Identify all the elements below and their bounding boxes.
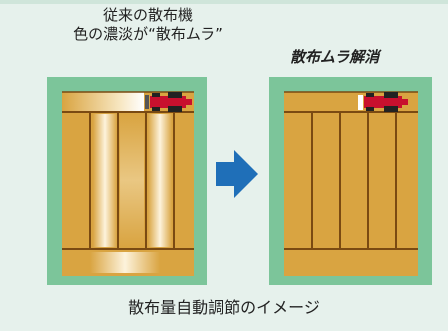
before-title-line2: 色の濃淡が“散布ムラ” (73, 25, 223, 43)
footer-caption: 散布量自動調節のイメージ (128, 298, 320, 317)
before-strip (148, 114, 172, 247)
before-strip (93, 114, 117, 247)
before-strip (120, 114, 144, 247)
transition-arrow-icon (216, 150, 258, 198)
before-tractor-icon (145, 92, 192, 112)
top-border (0, 0, 448, 4)
after-tractor-icon (364, 92, 408, 112)
before-bottom-pass (90, 252, 160, 273)
after-title: 散布ムラ解消 (290, 48, 380, 66)
before-field (47, 77, 207, 285)
before-top-pass (62, 92, 144, 112)
after-field (269, 77, 432, 285)
before-title-line1: 従来の散布機 (102, 6, 193, 24)
